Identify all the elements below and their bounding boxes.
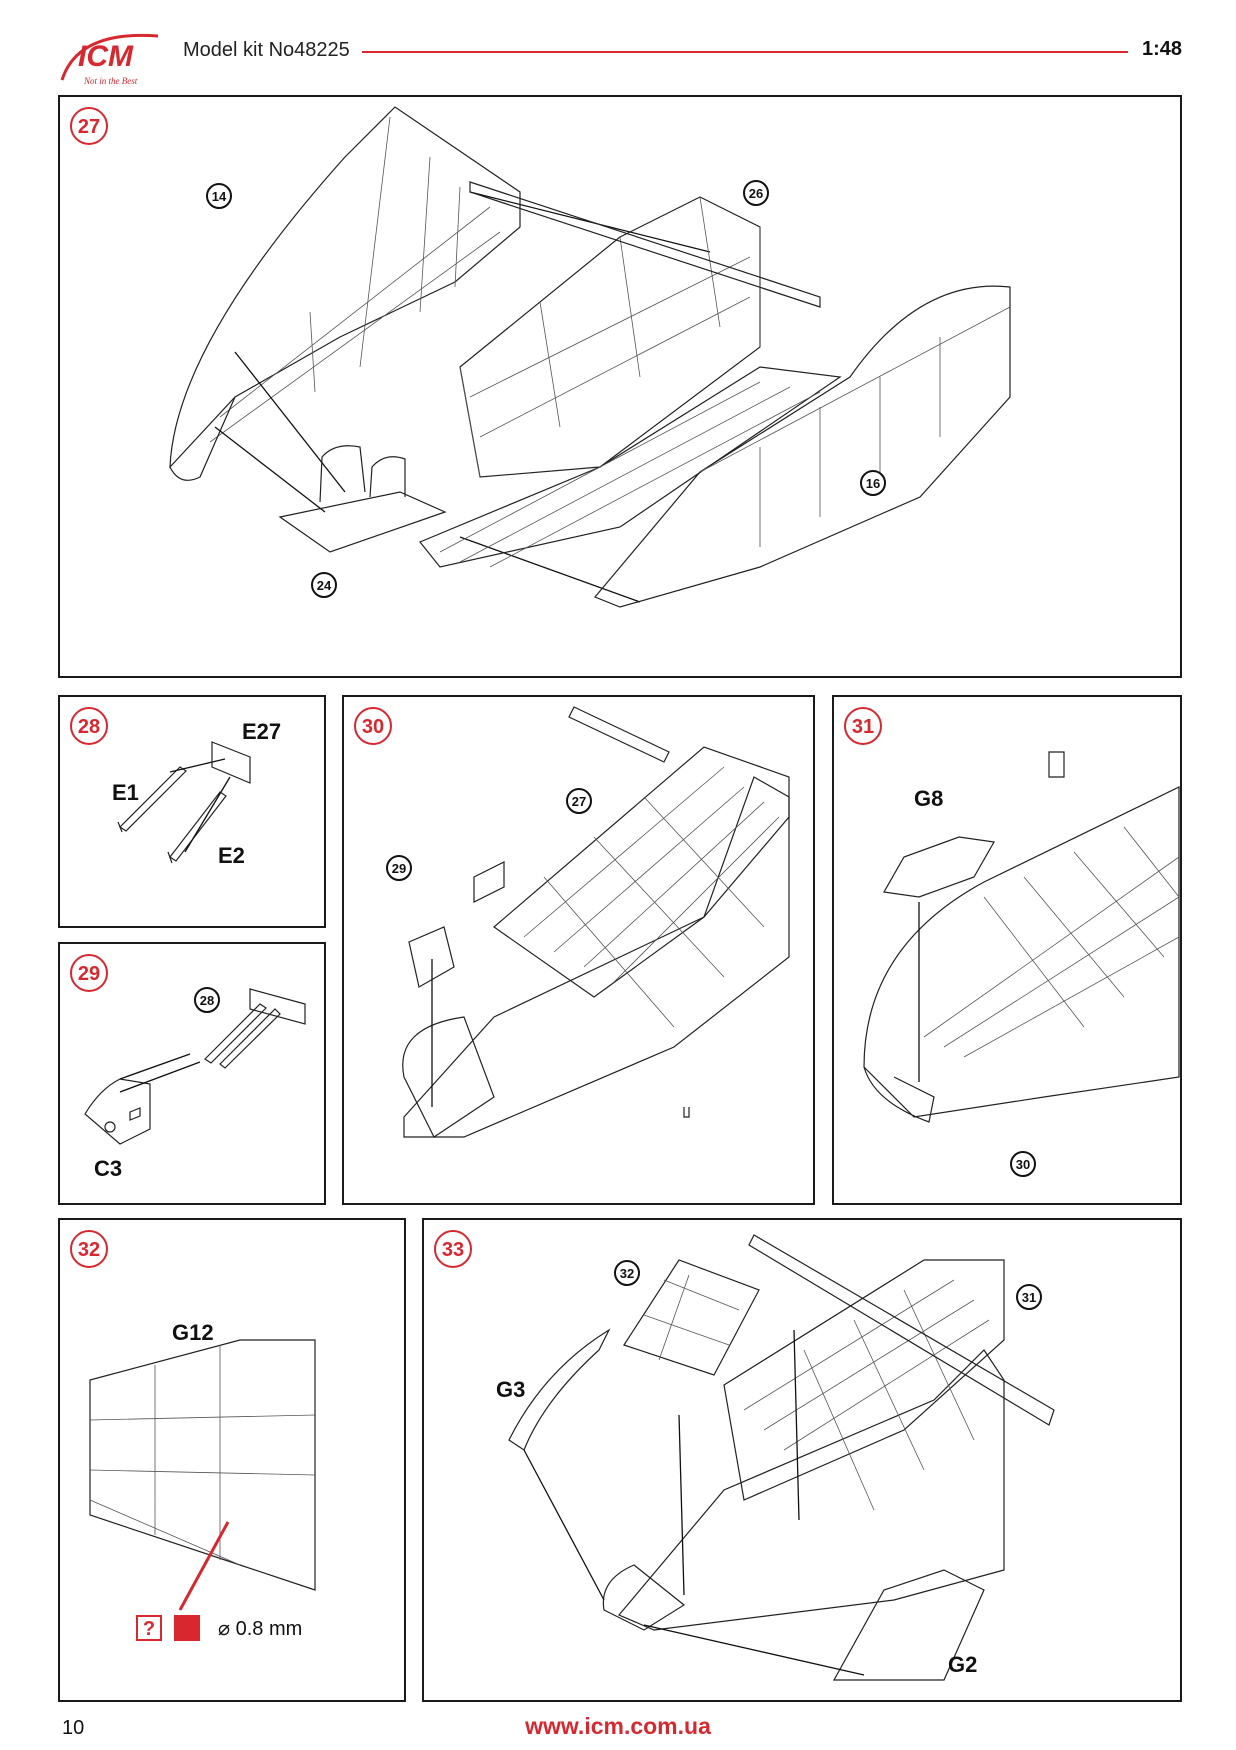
step-31-panel: 31 G8 30 bbox=[832, 695, 1182, 1205]
icm-logo: ICM Not in the Best bbox=[58, 28, 166, 90]
step-30-illustration bbox=[402, 706, 790, 1138]
step-27-illustration bbox=[169, 106, 1011, 608]
step-33-illustration bbox=[508, 1234, 1055, 1681]
step-number: 31 bbox=[844, 707, 882, 745]
step-29-panel: 29 28 C3 bbox=[58, 942, 326, 1205]
part-callout-29: 29 bbox=[386, 855, 412, 881]
step-number: 30 bbox=[354, 707, 392, 745]
part-label-C3: C3 bbox=[94, 1156, 123, 1181]
page-number: 10 bbox=[62, 1717, 85, 1739]
step-27-panel: 27 14 26 16 24 bbox=[58, 95, 1182, 678]
step-29-illustration bbox=[84, 988, 306, 1145]
part-callout-31: 31 bbox=[1016, 1284, 1042, 1310]
part-callout-30: 30 bbox=[1010, 1151, 1036, 1177]
step-33-panel: 33 32 31 G3 G2 bbox=[422, 1218, 1182, 1702]
step-32-panel: 32 G12 bbox=[58, 1218, 406, 1702]
part-label-G8: G8 bbox=[914, 786, 944, 811]
part-callout-27: 27 bbox=[566, 788, 592, 814]
model-kit-number: Model kit No48225 bbox=[183, 39, 350, 61]
question-icon: ? bbox=[136, 1615, 162, 1641]
part-label-E27: E27 bbox=[242, 719, 282, 744]
svg-text:ICM: ICM bbox=[78, 40, 134, 73]
part-callout-16: 16 bbox=[860, 470, 886, 496]
step-number: 33 bbox=[434, 1230, 472, 1268]
svg-text:Not in the Best: Not in the Best bbox=[83, 76, 138, 86]
part-callout-14: 14 bbox=[206, 183, 232, 209]
step-31-illustration bbox=[863, 751, 1180, 1123]
part-label-G3: G3 bbox=[496, 1377, 526, 1402]
part-callout-26: 26 bbox=[743, 180, 769, 206]
part-label-E2: E2 bbox=[218, 843, 245, 868]
step-number: 27 bbox=[70, 107, 108, 145]
step-number: 29 bbox=[70, 954, 108, 992]
page-header: ICM Not in the Best Model kit No48225 1:… bbox=[0, 0, 1236, 100]
website-link[interactable]: www.icm.com.ua bbox=[525, 1713, 711, 1739]
header-rule bbox=[362, 51, 1128, 53]
step-number: 28 bbox=[70, 707, 108, 745]
drill-icon bbox=[174, 1615, 200, 1641]
step-number: 32 bbox=[70, 1230, 108, 1268]
step-30-panel: 30 27 29 bbox=[342, 695, 815, 1205]
part-label-E1: E1 bbox=[112, 780, 139, 805]
part-label-G12: G12 bbox=[172, 1320, 214, 1345]
part-callout-32: 32 bbox=[614, 1260, 640, 1286]
scale-label: 1:48 bbox=[1142, 38, 1183, 60]
step-28-panel: 28 E27 E1 E2 bbox=[58, 695, 326, 928]
part-callout-24: 24 bbox=[311, 572, 337, 598]
drill-diameter: ⌀ 0.8 mm bbox=[218, 1618, 303, 1640]
part-label-G2: G2 bbox=[948, 1652, 978, 1677]
part-callout-28: 28 bbox=[194, 987, 220, 1013]
step-28-illustration bbox=[117, 741, 251, 864]
step-32-illustration bbox=[89, 1339, 316, 1611]
